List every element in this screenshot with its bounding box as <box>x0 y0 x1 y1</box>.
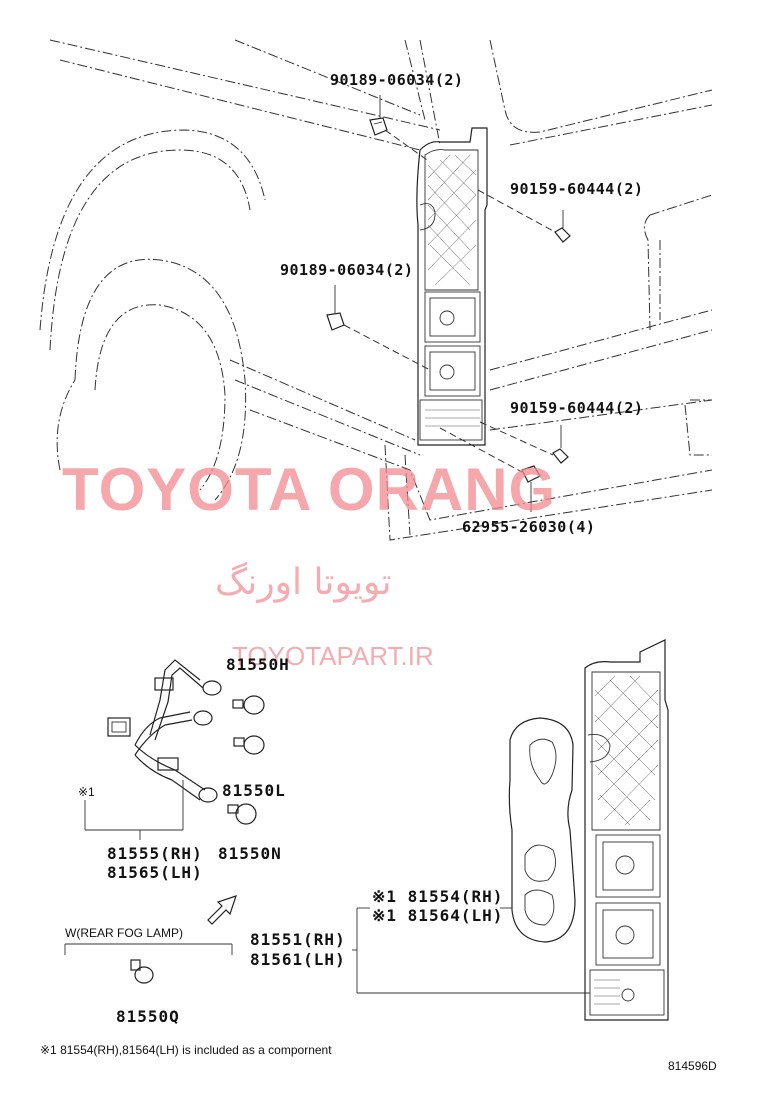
bulb-n-icon <box>227 803 257 825</box>
socket-wire-assembly <box>107 659 222 803</box>
fog-bracket <box>64 943 233 955</box>
callout-clip-mid: 90189-06034(2) <box>280 261 414 279</box>
watermark-brand-persian: تویوتا اورنگ <box>215 562 392 603</box>
footnote: ※1 81554(RH),81564(LH) is included as a … <box>40 1043 332 1057</box>
callout-screw-lower: 90159-60444(2) <box>510 399 644 417</box>
screw-upper-icon <box>554 210 571 243</box>
fog-lamp-title: W(REAR FOG LAMP) <box>65 926 184 940</box>
bulb-q-icon <box>130 959 154 984</box>
watermark-url: TOYOTAPART.IR <box>232 641 434 671</box>
bulb-h-icon <box>232 695 265 715</box>
mark-1: ※1 <box>78 785 95 799</box>
grommet-icon <box>521 465 541 512</box>
callout-socket-lh: 81565(LH) <box>107 863 203 882</box>
bulb-l-icon <box>233 735 265 755</box>
clip-upper-icon <box>369 117 388 136</box>
vehicle-body-outline <box>39 39 713 541</box>
leader-lines-upper <box>334 95 556 473</box>
lamp-exploded <box>584 639 669 1021</box>
callout-bulb-q: 81550Q <box>116 1007 180 1026</box>
callout-lens-lh: ※1 81564(LH) <box>372 906 504 925</box>
screw-lower-icon <box>552 425 569 464</box>
callout-socket-rh: 81555(RH) <box>107 844 203 863</box>
watermark-brand: TOYOTA ORANG <box>62 456 557 523</box>
figure-id: 814596D <box>668 1059 717 1073</box>
lamp-bracket <box>352 907 590 994</box>
callout-bulb-n: 81550N <box>218 844 282 863</box>
callout-clip-upper: 90189-06034(2) <box>330 71 464 89</box>
callout-lamp-lh: 81561(LH) <box>250 950 346 969</box>
callout-grommet: 62955-26030(4) <box>462 518 596 536</box>
callout-bulb-l: 81550L <box>222 781 286 800</box>
tail-lamp-installed <box>416 127 488 446</box>
callout-bulb-h: 81550H <box>226 655 290 674</box>
callout-lens-rh: ※1 81554(RH) <box>372 887 504 906</box>
socket-bracket <box>84 780 184 840</box>
clip-mid-icon <box>326 312 345 331</box>
gasket <box>508 717 576 943</box>
direction-arrow-icon <box>207 895 237 925</box>
callout-lamp-rh: 81551(RH) <box>250 930 346 949</box>
callout-screw-upper: 90159-60444(2) <box>510 180 644 198</box>
